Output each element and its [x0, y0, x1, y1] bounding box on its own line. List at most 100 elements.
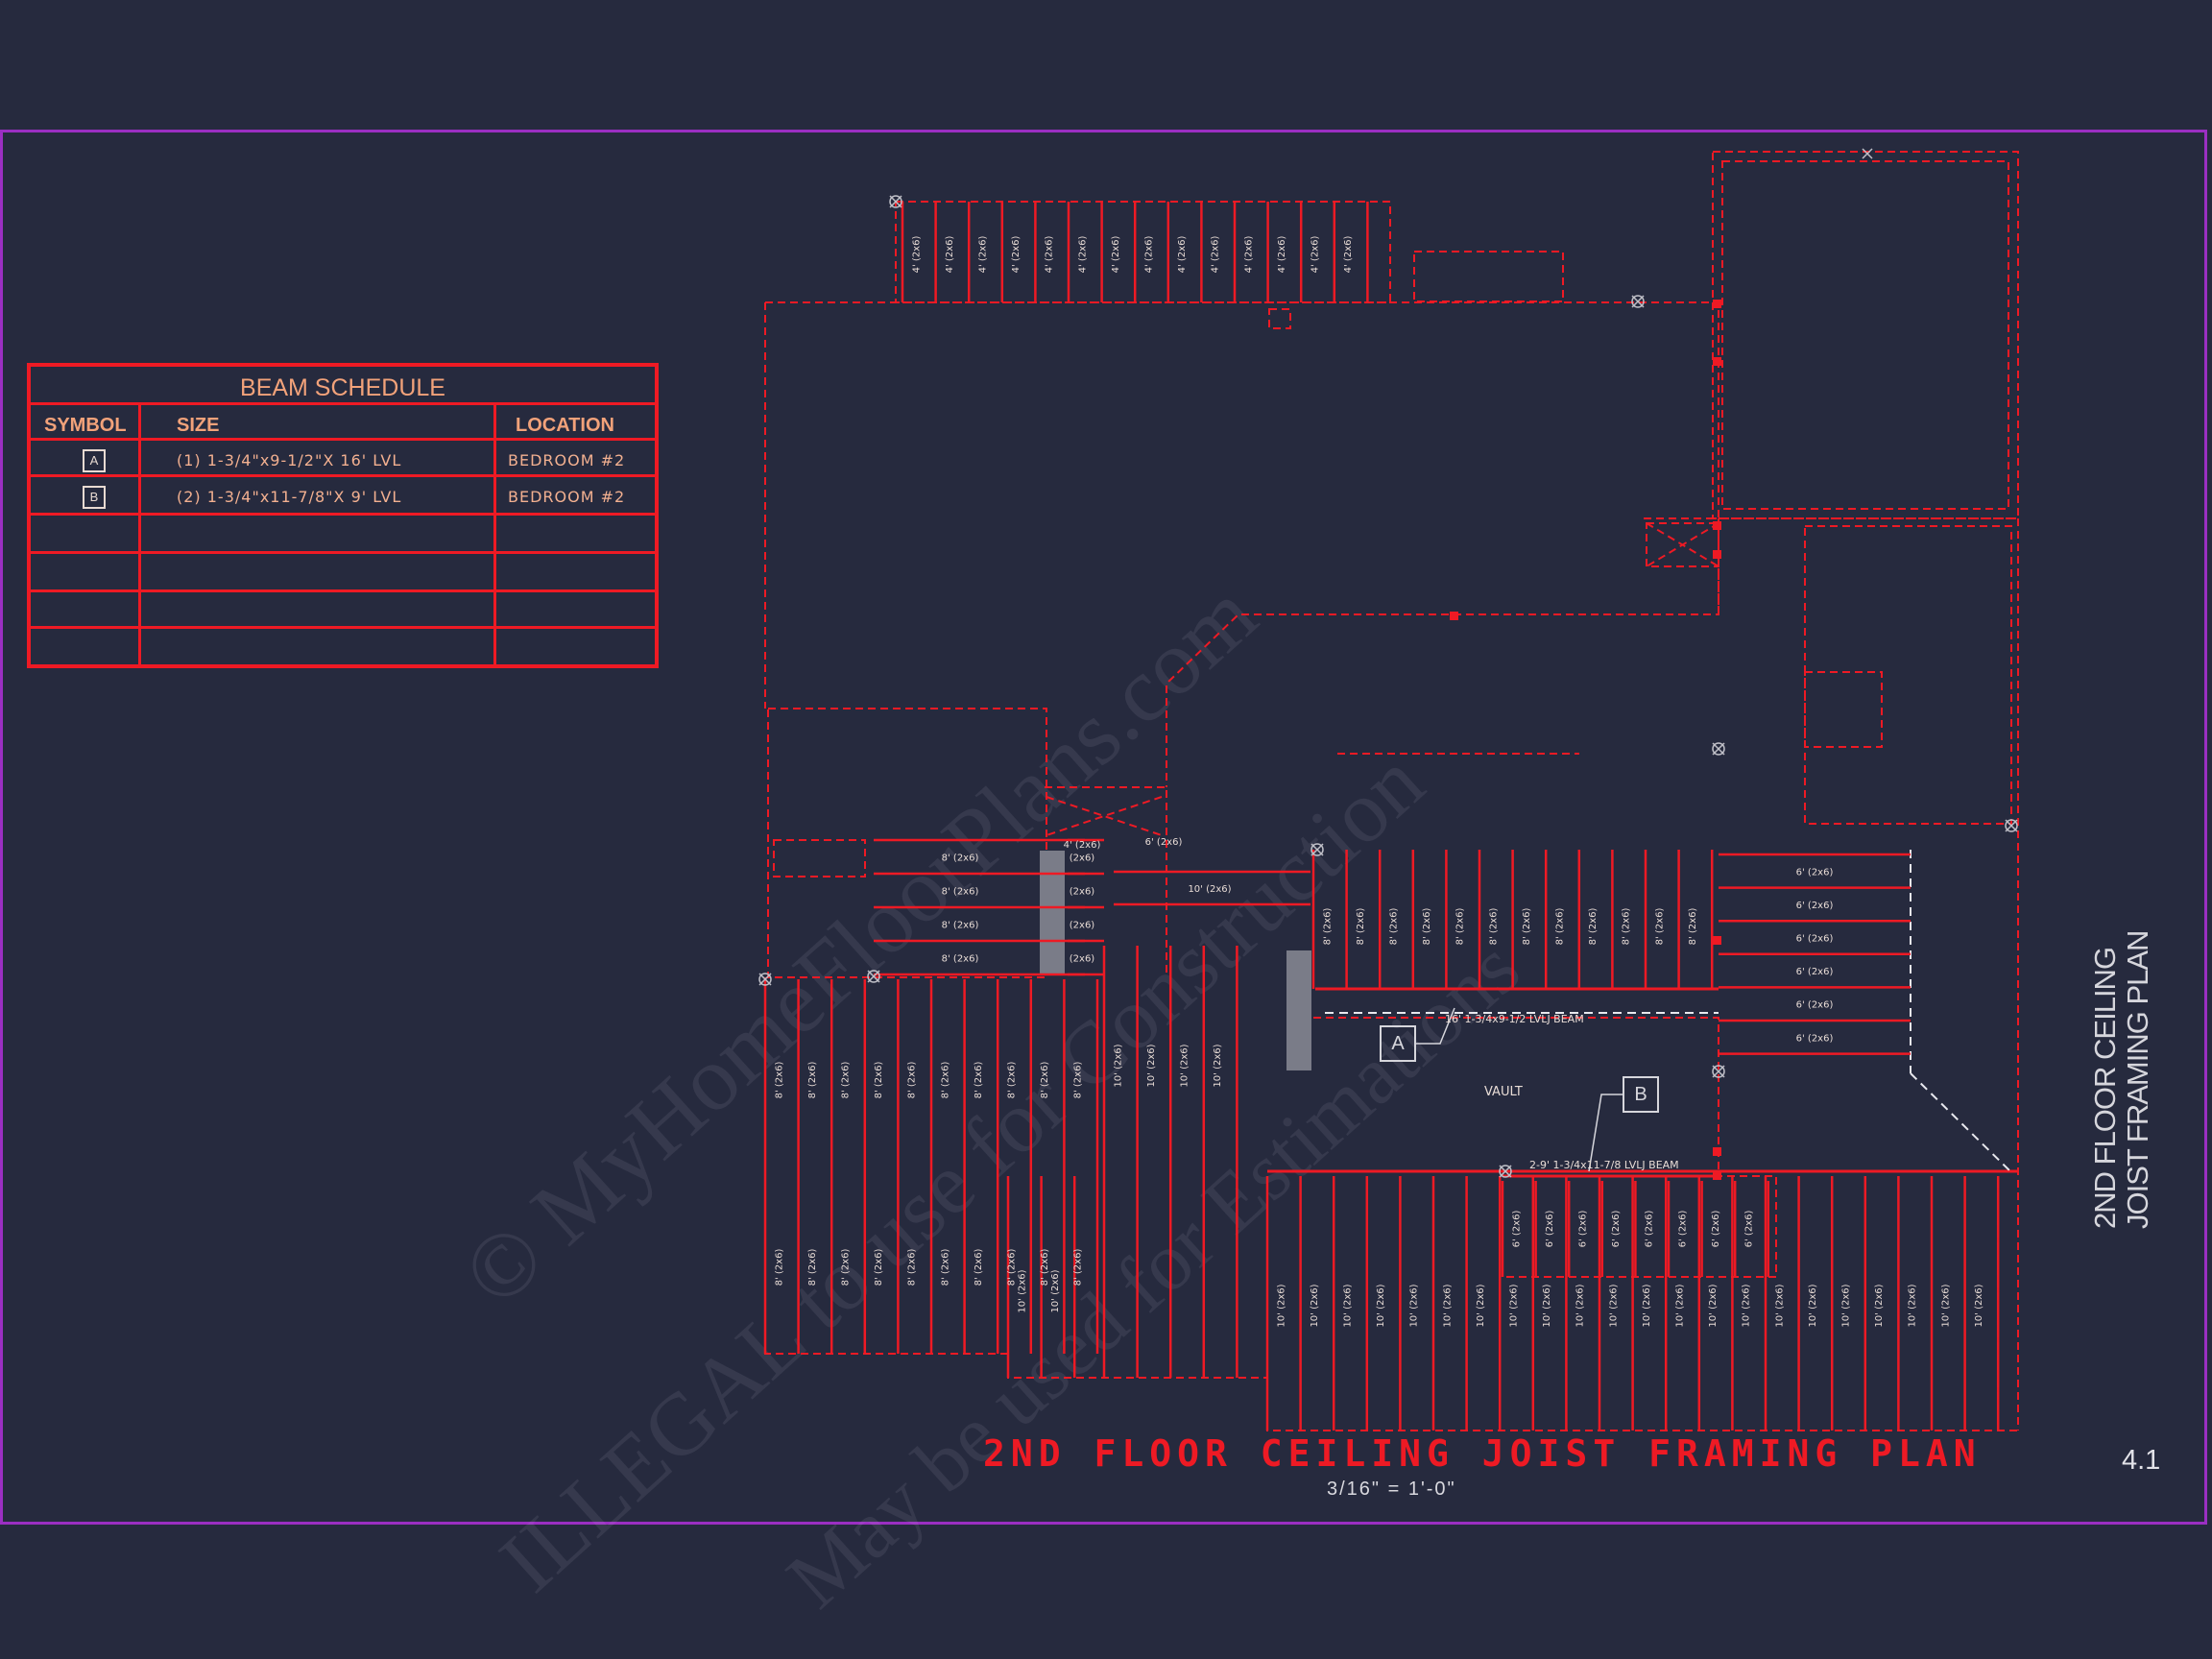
joist-label: 8' (2x6) [774, 1249, 784, 1286]
joist-label: 10' (2x6) [1509, 1284, 1520, 1327]
joist-label: 6' (2x6) [1645, 1211, 1655, 1248]
table-rule [31, 551, 655, 554]
joist-label: 8' (2x6) [974, 1249, 984, 1286]
joist-label: 8' (2x6) [841, 1249, 852, 1286]
joist-label: 4' (2x6) [1177, 236, 1188, 274]
joist-label: 10' (2x6) [1940, 1284, 1951, 1327]
joist-label: 6' (2x6) [1796, 934, 1834, 945]
joist-label: 8' (2x6) [942, 854, 979, 864]
joist-label: 8' (2x6) [1322, 908, 1333, 946]
joist-label: 6' (2x6) [1796, 967, 1834, 977]
joist-label: 4' (2x6) [1243, 236, 1254, 274]
joist-label: 4' (2x6) [1343, 236, 1354, 274]
joist-label: 8' (2x6) [1654, 908, 1665, 946]
joist-label: 8' (2x6) [1522, 908, 1532, 946]
joist-label: 4' (2x6) [978, 236, 989, 274]
joist-label: 8' (2x6) [1588, 908, 1599, 946]
joist-label: 8' (2x6) [1040, 1062, 1050, 1099]
joist-label: 8' (2x6) [1455, 908, 1466, 946]
sheet-title-line-2: JOIST FRAMING PLAN [2121, 930, 2154, 1229]
joist-label: (2x6) [1070, 921, 1095, 931]
joist-label: 10' (2x6) [1874, 1284, 1885, 1327]
column-markers [758, 148, 2018, 1178]
joist-label: 10' (2x6) [1213, 1044, 1223, 1087]
joist-label: 8' (2x6) [841, 1062, 852, 1099]
joist-label: 10' (2x6) [1742, 1284, 1752, 1327]
joist-label: 6' (2x6) [1796, 1000, 1834, 1011]
header-size: SIZE [177, 415, 220, 436]
joist-label: 10' (2x6) [1675, 1284, 1686, 1327]
beam-b-note: 2-9' 1-3/4x11-7/8 LVLJ BEAM [1529, 1159, 1679, 1171]
joist-label: 4' (2x6) [1144, 236, 1155, 274]
joist-groups [763, 202, 2000, 1431]
row-b-size: (2) 1-3/4"x11-7/8"X 9' LVL [177, 488, 402, 506]
joist-label: 4' (2x6) [1310, 236, 1321, 274]
table-rule [138, 405, 141, 664]
joist-label: 10' (2x6) [1642, 1284, 1652, 1327]
joist-label: 8' (2x6) [907, 1062, 918, 1099]
joist-label: 10' (2x6) [1476, 1284, 1486, 1327]
joist-label: 6' (2x6) [1578, 1211, 1589, 1248]
joist-label: 10' (2x6) [1708, 1284, 1719, 1327]
sheet-title-line-1: 2ND FLOOR CEILING [2088, 947, 2122, 1229]
header-symbol: SYMBOL [44, 415, 127, 436]
plan-scale: 3/16" = 1'-0" [1327, 1479, 1456, 1500]
sheet-border [0, 130, 2207, 1525]
joist-label: 8' (2x6) [1040, 1249, 1050, 1286]
joist-label: 10' (2x6) [1442, 1284, 1453, 1327]
joist-label: 8' (2x6) [1622, 908, 1632, 946]
joist-label: 10' (2x6) [1188, 884, 1231, 895]
beam-a-note: 16' 1-3/4x9-1/2 LVLJ BEAM [1445, 1013, 1584, 1025]
joist-label: 6' (2x6) [1677, 1211, 1688, 1248]
joist-label: 8' (2x6) [807, 1062, 818, 1099]
joist-label: 10' (2x6) [1310, 1284, 1320, 1327]
wall-outlines [764, 151, 2019, 1431]
joist-label: 6' (2x6) [1796, 1033, 1834, 1044]
beam-schedule-table: BEAM SCHEDULE SYMBOL SIZE LOCATION A (1)… [27, 363, 659, 668]
table-rule [31, 474, 655, 477]
joist-label: 10' (2x6) [1276, 1284, 1286, 1327]
joist-label: 8' (2x6) [1007, 1062, 1018, 1099]
joist-label: (2x6) [1070, 887, 1095, 898]
table-rule [493, 405, 496, 664]
joist-label: 8' (2x6) [774, 1062, 784, 1099]
joist-label: 6' (2x6) [1145, 837, 1183, 848]
joist-label: 4' (2x6) [1211, 236, 1221, 274]
beam-schedule-title: BEAM SCHEDULE [240, 374, 445, 401]
joist-label: 10' (2x6) [1542, 1284, 1552, 1327]
joist-label: 8' (2x6) [1073, 1062, 1084, 1099]
joist-label: 10' (2x6) [1376, 1284, 1386, 1327]
joist-label: 10' (2x6) [1343, 1284, 1354, 1327]
vault-label: VAULT [1484, 1085, 1523, 1099]
joist-label: 10' (2x6) [1608, 1284, 1619, 1327]
plan-title: 2ND FLOOR CEILING JOIST FRAMING PLAN [983, 1432, 1982, 1475]
joist-label: 10' (2x6) [1808, 1284, 1818, 1327]
joist-label: 10' (2x6) [1974, 1284, 1984, 1327]
joist-label: 6' (2x6) [1796, 867, 1834, 878]
joist-label: 8' (2x6) [1555, 908, 1566, 946]
symbol-a-box: A [83, 449, 106, 472]
post-markers [1450, 300, 1721, 1180]
joist-label: 4' (2x6) [911, 236, 922, 274]
table-rule [31, 626, 655, 629]
joist-label: 4' (2x6) [1077, 236, 1088, 274]
vault-lines [1325, 850, 2013, 1174]
joist-label: (2x6) [1070, 854, 1095, 864]
joist-label: 4' (2x6) [1045, 236, 1055, 274]
joist-label: 6' (2x6) [1744, 1211, 1755, 1248]
joist-label: 8' (2x6) [1389, 908, 1400, 946]
joist-label: 6' (2x6) [1711, 1211, 1721, 1248]
joist-label: 4' (2x6) [1011, 236, 1022, 274]
header-location: LOCATION [516, 415, 614, 436]
joist-label: 4' (2x6) [1277, 236, 1287, 274]
joist-label: 8' (2x6) [1356, 908, 1366, 946]
beam-b-tag: B [1623, 1076, 1659, 1113]
joist-label: 8' (2x6) [1688, 908, 1698, 946]
joist-label: 8' (2x6) [1422, 908, 1432, 946]
joist-label: 8' (2x6) [942, 921, 979, 931]
joist-label: 4' (2x6) [1111, 236, 1121, 274]
row-a-size: (1) 1-3/4"x9-1/2"X 16' LVL [177, 451, 402, 469]
joist-label: 6' (2x6) [1511, 1211, 1522, 1248]
beam-lines [1267, 987, 2018, 1178]
beam-a-tag: A [1380, 1025, 1416, 1062]
